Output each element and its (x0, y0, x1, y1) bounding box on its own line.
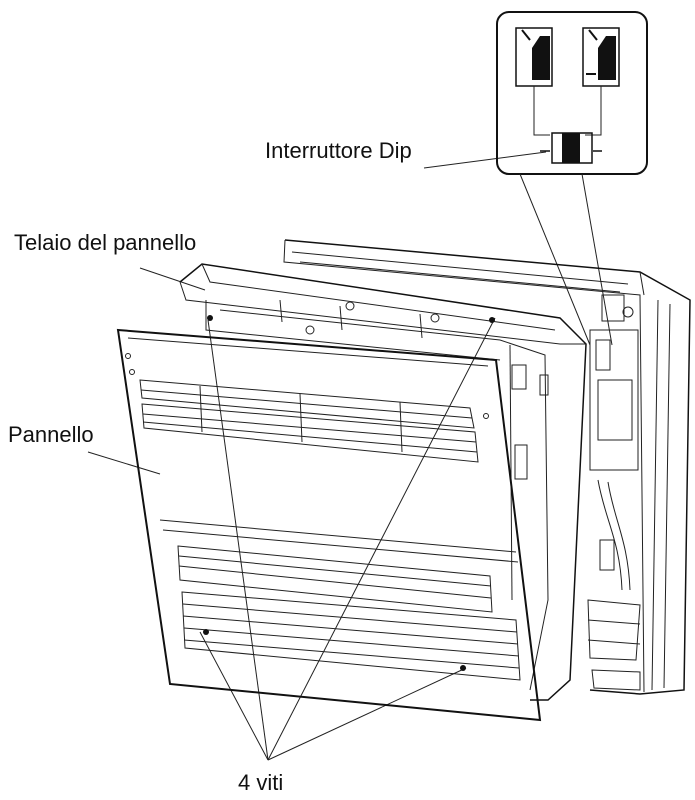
leader-lines (87, 151, 547, 761)
dip-switch-label: Interruttore Dip (265, 138, 412, 163)
panel-label: Pannello (8, 422, 94, 447)
panel-leader (87, 451, 161, 475)
front-panel (116, 315, 542, 722)
screws-leaders (199, 317, 496, 761)
indoor-unit-body (283, 239, 691, 695)
dip-switch-leader (423, 151, 547, 169)
screws-label: 4 viti (238, 770, 284, 795)
panel-frame-leader (139, 267, 206, 291)
panel-frame-label: Telaio del pannello (14, 230, 197, 255)
dip-switch-callout (496, 11, 648, 346)
panel-frame (179, 263, 587, 701)
